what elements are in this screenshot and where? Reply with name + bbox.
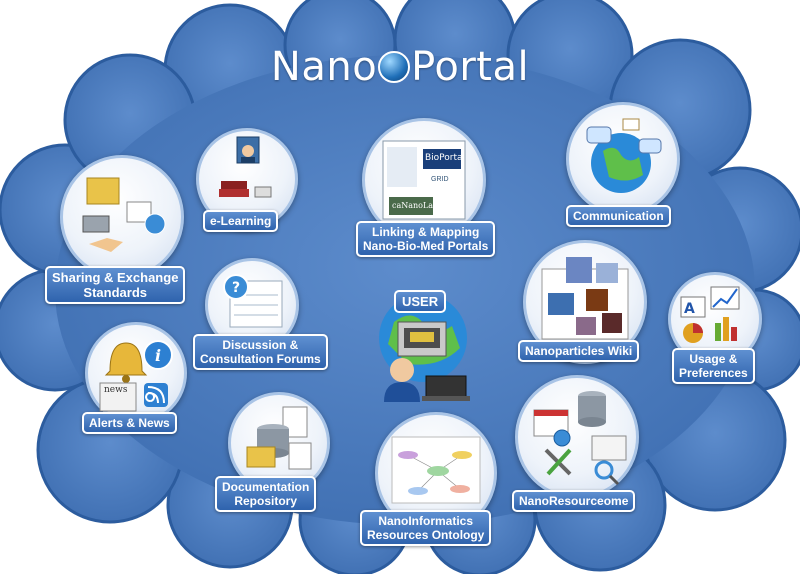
- sharing-label-line1: Sharing & Exchange: [52, 270, 179, 285]
- cananolab-logo: caNanoLab: [392, 201, 439, 210]
- documentation-label: Documentation Repository: [215, 476, 317, 512]
- sharing-node[interactable]: [60, 155, 184, 279]
- discussion-label: Discussion & Consultation Forums: [193, 334, 328, 370]
- grid-logo: GRID: [431, 176, 449, 183]
- linking-label: Linking & Mapping Nano-Bio-Med Portals: [356, 221, 496, 257]
- user-label: USER: [394, 290, 447, 313]
- bioportal-logo: BioPortal: [425, 153, 466, 163]
- forum-question-icon: ?: [223, 274, 283, 328]
- svg-text:i: i: [155, 346, 161, 365]
- svg-text:A: A: [684, 301, 695, 317]
- ontology-label-line2: Resources Ontology: [367, 528, 485, 542]
- usage-label-line1: Usage &: [689, 352, 738, 366]
- svg-text:?: ?: [232, 280, 240, 296]
- news-text: news: [104, 385, 128, 395]
- sharing-label: Sharing & Exchange Standards: [45, 266, 186, 304]
- wiki-label: Nanoparticles Wiki: [518, 340, 640, 362]
- communication-node[interactable]: [566, 102, 680, 216]
- user-globe-icon: [379, 294, 470, 402]
- charts-icon: A: [680, 286, 740, 343]
- usage-label-line2: Preferences: [679, 366, 748, 380]
- alerts-node[interactable]: i news: [85, 322, 187, 424]
- sharing-label-line2: Standards: [83, 285, 147, 300]
- bell-news-icon: i: [99, 340, 173, 412]
- tools-database-icon: [533, 391, 627, 486]
- discussion-label-line2: Consultation Forums: [200, 352, 321, 366]
- communication-label: Communication: [566, 205, 671, 227]
- documentation-label-line1: Documentation: [222, 480, 310, 494]
- globe-o-icon: [378, 51, 411, 83]
- wiki-page-icon: [541, 257, 629, 340]
- resourceome-node[interactable]: [515, 375, 639, 499]
- elearning-label: e-Learning: [203, 210, 279, 232]
- folder-share-icon: [82, 177, 166, 252]
- linking-label-line2: Nano-Bio-Med Portals: [363, 239, 489, 253]
- documentation-label-line2: Repository: [234, 494, 298, 508]
- monitor-books-icon: [219, 136, 272, 198]
- ontology-label-line1: NanoInformatics: [378, 514, 474, 528]
- usage-label: Usage & Preferences: [672, 348, 755, 384]
- discussion-label-line1: Discussion &: [222, 338, 299, 352]
- globe-chat-icon: [586, 118, 662, 193]
- resourceome-label: NanoResourceome: [512, 490, 636, 512]
- alerts-label: Alerts & News: [82, 412, 177, 434]
- database-docs-icon: [246, 406, 312, 470]
- portal-screens-icon: [382, 140, 466, 220]
- ontology-graph-icon: [391, 436, 481, 504]
- ontology-label: NanoInformatics Resources Ontology: [360, 510, 492, 546]
- linking-label-line1: Linking & Mapping: [372, 225, 480, 239]
